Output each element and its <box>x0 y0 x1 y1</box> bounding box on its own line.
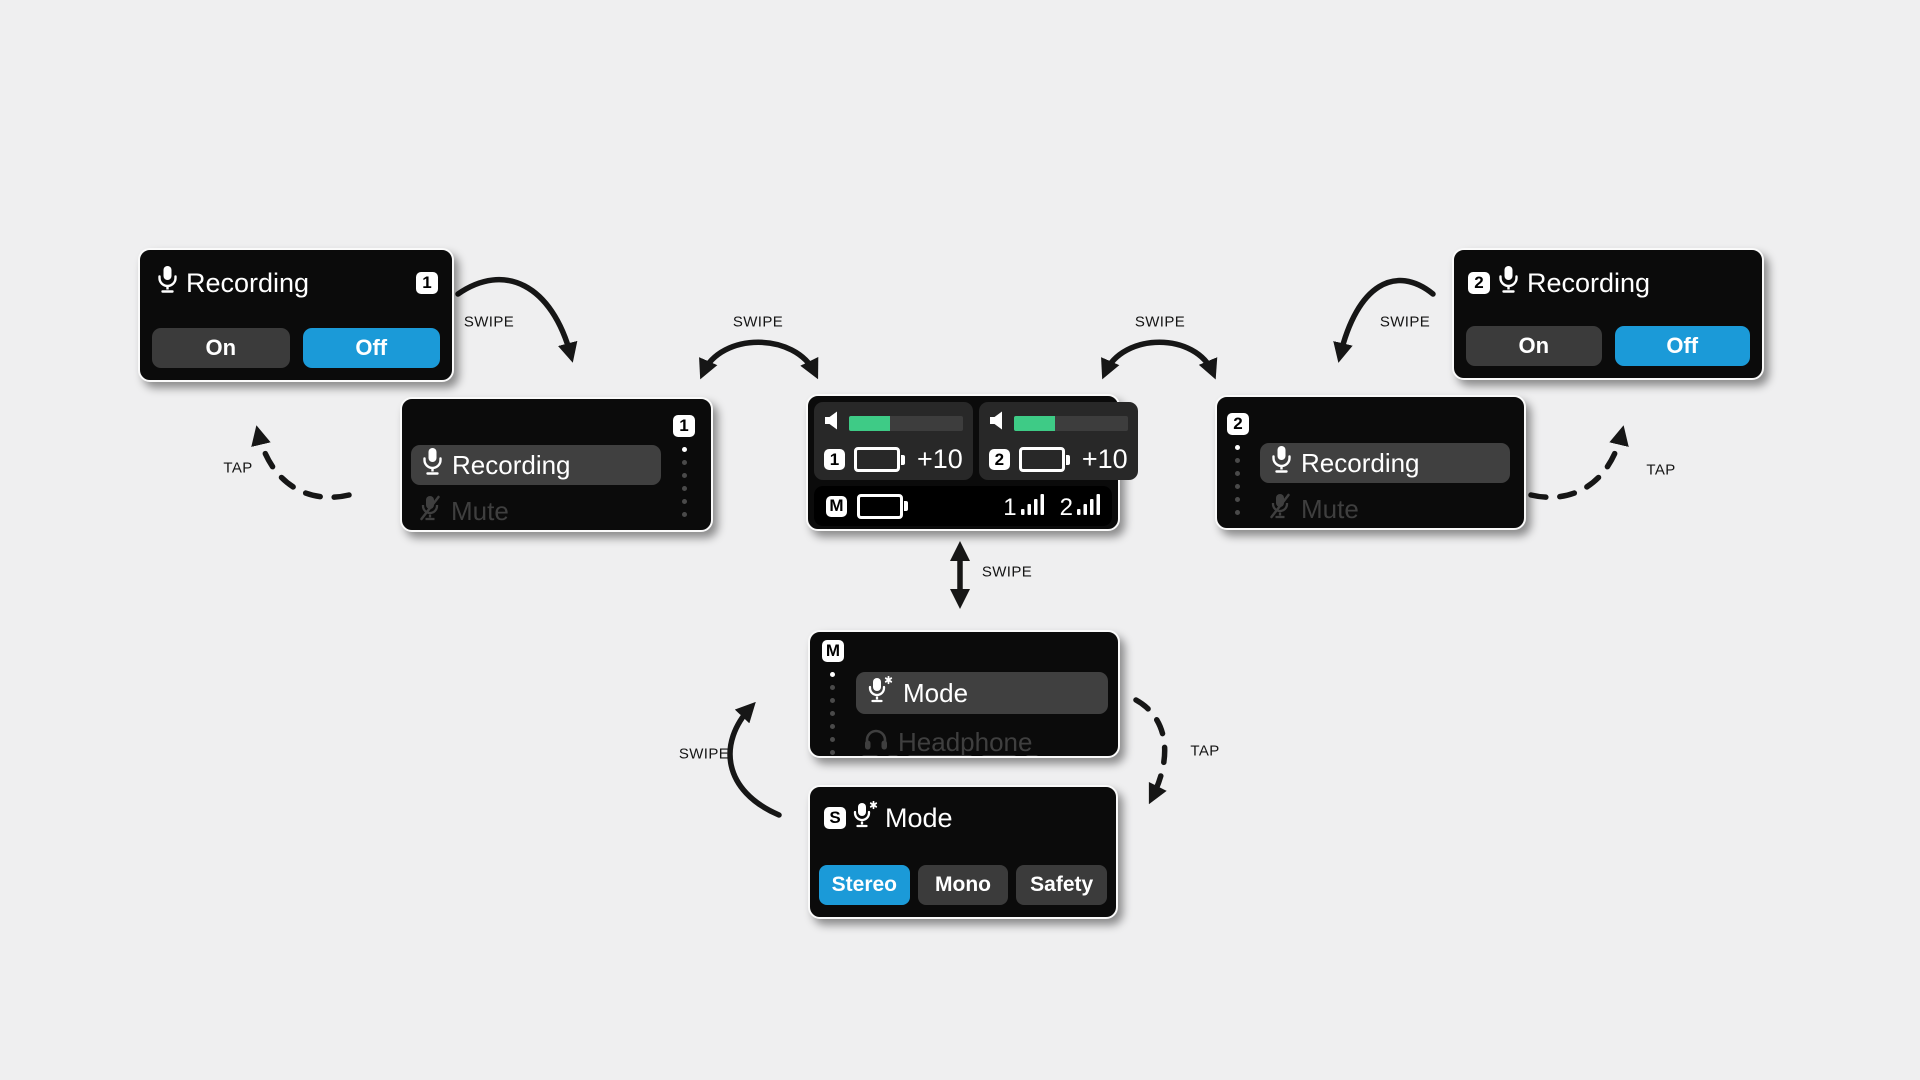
swipe-arrow-menu1-home <box>699 339 819 380</box>
gain-value: +10 <box>1081 444 1128 474</box>
tap-label-left: TAP <box>223 459 253 477</box>
signal-channel-1: 1 <box>1003 493 1044 521</box>
screen-header: S Mode <box>824 800 953 835</box>
channel-badge: 1 <box>416 272 438 294</box>
screen-recording-toggle-1: Recording 1 On Off <box>138 248 454 382</box>
channel-badge: 2 <box>1468 272 1490 294</box>
signal-bars-icon <box>1020 493 1044 519</box>
menu-item-label: Recording <box>1301 447 1420 478</box>
battery-icon <box>857 493 903 519</box>
mic-muted-icon <box>1269 492 1291 526</box>
battery-icon <box>854 447 900 472</box>
level-meter <box>1013 415 1128 431</box>
mic-icon <box>158 266 177 300</box>
mic-muted-icon <box>419 494 441 528</box>
signal-bars-icon <box>1077 493 1100 519</box>
mode-options: Stereo Mono Safety <box>819 865 1108 905</box>
toggle-buttons: On Off <box>1466 326 1750 366</box>
swipe-label-3: SWIPE <box>1134 313 1186 331</box>
tap-label-right-bottom: TAP <box>1190 742 1220 760</box>
swipe-arrow-home-menu2 <box>1101 339 1218 380</box>
on-button[interactable]: On <box>1466 326 1602 366</box>
receiver-status-bar: M 1 2 <box>814 486 1112 526</box>
main-badge: M <box>826 495 847 517</box>
channel-badge: 1 <box>824 449 845 470</box>
swipe-label-6: SWIPE <box>678 745 730 763</box>
safety-button[interactable]: Safety <box>1016 865 1108 905</box>
signal-channel-label: 2 <box>1059 493 1073 521</box>
swipe-label-4: SWIPE <box>1379 313 1431 331</box>
screen-settings-menu: M Mode Headphone <box>808 630 1120 758</box>
channel-badge: 2 <box>988 449 1010 470</box>
menu-item-recording[interactable]: Recording <box>411 445 661 485</box>
mic-settings-icon <box>853 800 878 835</box>
on-button[interactable]: On <box>152 328 290 368</box>
speaker-icon <box>989 411 1006 435</box>
tap-arrow-menu2-to-toggle2 <box>1528 425 1629 501</box>
screen-title: Recording <box>186 267 310 298</box>
menu-item-label: Mode <box>903 677 969 708</box>
screen-home: 1 +10 2 +10 <box>806 394 1138 531</box>
menu-item-label: Mute <box>451 495 509 526</box>
mic-icon <box>1499 266 1518 300</box>
channel-badge: 1 <box>673 415 695 437</box>
swipe-label-1: SWIPE <box>463 313 515 331</box>
level-meter <box>849 415 963 431</box>
settings-badge: S <box>824 807 846 829</box>
swipe-label-2: SWIPE <box>732 313 784 331</box>
clipped-menu-item <box>862 755 1038 756</box>
menu-item-label: Mute <box>1301 493 1359 524</box>
channel-1-tile: 1 +10 <box>814 402 973 480</box>
tap-label-right: TAP <box>1646 461 1676 479</box>
gain-value: +10 <box>917 444 963 474</box>
menu-item-headphone[interactable]: Headphone <box>852 722 1044 757</box>
channel-2-tile: 2 +10 <box>978 402 1138 480</box>
signal-channel-label: 1 <box>1003 493 1017 521</box>
menu-item-mode[interactable]: Mode <box>856 672 1108 714</box>
menu-item-label: Headphone <box>898 726 1033 757</box>
tap-arrow-modemenu-to-modeselect <box>1133 697 1168 805</box>
menu-item-recording[interactable]: Recording <box>1260 443 1510 483</box>
stereo-button[interactable]: Stereo <box>819 865 910 905</box>
menu-item-mute[interactable]: Mute <box>1257 489 1371 529</box>
swipe-label-5: SWIPE <box>981 563 1033 581</box>
mic-settings-icon <box>868 675 893 710</box>
speaker-icon <box>824 411 841 435</box>
screen-title: Recording <box>1527 267 1651 298</box>
screen-header: 2 Recording <box>1468 266 1748 300</box>
scroll-indicator <box>830 672 835 756</box>
off-button[interactable]: Off <box>1614 326 1750 366</box>
screen-header: Recording 1 <box>158 266 438 300</box>
menu-item-mute[interactable]: Mute <box>407 491 521 531</box>
screen-menu-1: 1 Recording Mute <box>400 397 713 532</box>
headphone-icon <box>864 727 888 757</box>
scroll-indicator <box>1235 445 1240 515</box>
mic-icon <box>423 448 442 482</box>
screen-mode-select: S Mode Stereo Mono Safety <box>808 785 1118 919</box>
screen-menu-2: 2 Recording Mute <box>1215 395 1526 530</box>
toggle-buttons: On Off <box>152 328 440 368</box>
menu-item-label: Recording <box>452 449 571 480</box>
screen-recording-toggle-2: 2 Recording On Off <box>1452 248 1764 380</box>
battery-icon <box>1018 447 1065 472</box>
tap-arrow-menu1-to-toggle1 <box>251 425 352 501</box>
screen-title: Mode <box>885 802 953 833</box>
main-badge: M <box>822 640 844 662</box>
swipe-arrow-modeselect-to-modemenu <box>727 701 782 818</box>
channel-badge: 2 <box>1227 413 1249 435</box>
mic-icon <box>1272 446 1291 480</box>
scroll-indicator <box>682 447 687 517</box>
off-button[interactable]: Off <box>302 328 440 368</box>
mono-button[interactable]: Mono <box>917 865 1009 905</box>
signal-channel-2: 2 <box>1059 493 1100 521</box>
